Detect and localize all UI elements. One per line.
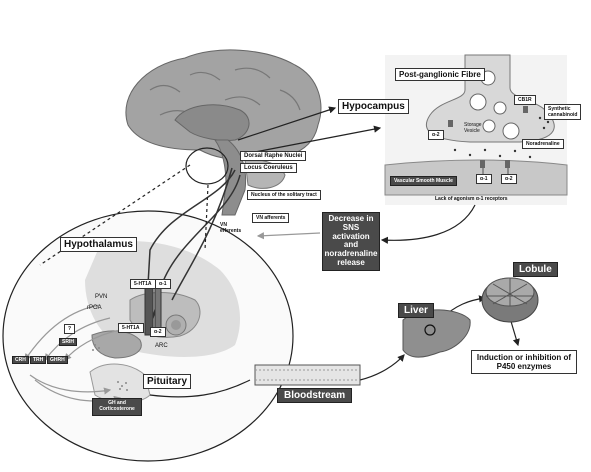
alpha2-hypothalamus-label: α-2 bbox=[150, 327, 166, 337]
arrow-to-bloodstream bbox=[149, 379, 251, 398]
trh-label: TRH bbox=[30, 356, 47, 364]
lobule-label: Lobule bbox=[513, 262, 558, 277]
crh-label: CRH bbox=[12, 356, 29, 364]
p450-box: Induction or inhibition of P450 enzymes bbox=[471, 350, 577, 375]
nucleus-solitary-label: Nucleus of the solitary tract bbox=[247, 190, 321, 200]
synthetic-cannabinoid-label: Synthetic cannabinoid bbox=[544, 104, 582, 120]
bloodstream-vessel bbox=[254, 364, 361, 386]
dorsal-raphe-label: Dorsal Raphe Nuclei bbox=[240, 151, 307, 161]
post-ganglionic-label: Post-ganglionic Fibre bbox=[395, 68, 485, 81]
lobule-illustration bbox=[481, 277, 539, 323]
arrow-to-postganglionic bbox=[254, 125, 382, 153]
arrow-bloodstream-to-liver bbox=[359, 354, 405, 381]
question-mark-label: ? bbox=[64, 324, 76, 334]
dashed-projection bbox=[204, 184, 209, 251]
alpha2-receptor-label: α-2 bbox=[501, 174, 517, 184]
liver-label: Liver bbox=[398, 303, 434, 318]
ghrh-label: GHRH bbox=[47, 356, 68, 364]
lack-agonism-label: Lack of agonism α-1 receptors bbox=[435, 196, 508, 202]
arrow-decrease-to-vn bbox=[256, 232, 321, 240]
bloodstream-label: Bloodstream bbox=[277, 388, 353, 403]
pituitary-label: Pituitary bbox=[143, 374, 192, 389]
hypothalamus-region bbox=[2, 167, 294, 462]
hippocampus-label: Hypocampus bbox=[338, 99, 409, 114]
vn-efferents-label: VN efferents bbox=[220, 222, 242, 234]
alpha1-hypothalamus-label: α-1 bbox=[155, 279, 171, 289]
vascular-smooth-muscle-label: Vascular Smooth Muscle bbox=[390, 176, 457, 186]
hypothalamus-label: Hypothalamus bbox=[60, 237, 137, 252]
pvn-label: PVN bbox=[95, 294, 108, 300]
rpoa-label: rPOA bbox=[87, 305, 102, 311]
liver-illustration bbox=[402, 309, 471, 358]
decrease-sns-box: Decrease in SNS activation and noradrena… bbox=[322, 212, 380, 271]
gh-corticosterone-box: GH and Corticosterone bbox=[92, 398, 142, 416]
srih-label: SRIH bbox=[59, 338, 77, 346]
arrow-lobule-to-p450 bbox=[509, 317, 520, 347]
storage-vesicle-label: Storage Vesicle bbox=[464, 122, 482, 134]
arrow-fibre-to-decrease bbox=[380, 204, 476, 244]
vn-afferents-label: VN afferents bbox=[252, 213, 290, 223]
alpha1-receptor-label: α-1 bbox=[476, 174, 492, 184]
cb1r-label: CB1R bbox=[514, 95, 536, 105]
5ht1a-label-lower: 5-HT1A bbox=[118, 323, 144, 333]
noradrenaline-label: Noradrenaline bbox=[522, 139, 564, 149]
arrow-to-hippocampus bbox=[237, 106, 337, 141]
alpha2-presynaptic-label: α-2 bbox=[428, 130, 444, 140]
arc-label: ARC bbox=[155, 343, 168, 349]
brain bbox=[125, 49, 322, 216]
locus-coeruleus-label: Locus Coeruleus bbox=[240, 163, 297, 173]
5ht1a-label-upper: 5-HT1A bbox=[130, 279, 156, 289]
